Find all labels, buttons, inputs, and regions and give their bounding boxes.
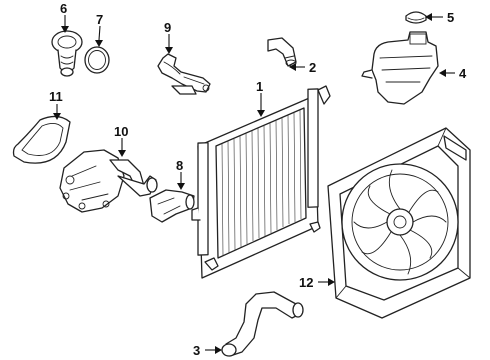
coolant-pipe-part (157, 53, 211, 95)
callout-6: 6 (60, 1, 67, 16)
water-outlet-housing-part (59, 149, 158, 213)
thermostat-seal-part (84, 46, 110, 74)
callout-7: 7 (96, 12, 103, 27)
gasket-part (12, 115, 71, 164)
coolant-reservoir-part (361, 31, 439, 105)
callout-3: 3 (193, 343, 200, 358)
small-hose-part (267, 37, 297, 67)
callout-8: 8 (176, 158, 183, 173)
callout-9: 9 (164, 20, 171, 35)
bypass-hose-part (149, 189, 195, 223)
callout-2: 2 (309, 60, 316, 75)
callout-1: 1 (256, 79, 263, 94)
callout-12: 12 (299, 275, 313, 290)
radiator-part (191, 85, 331, 279)
callout-11: 11 (49, 89, 63, 104)
thermostat-part (51, 30, 83, 77)
lower-hose-part (221, 291, 304, 357)
callout-4: 4 (459, 66, 467, 81)
callout-5: 5 (447, 10, 454, 25)
fan-shroud-part (327, 127, 471, 319)
callout-leaders (53, 13, 455, 354)
callout-10: 10 (114, 124, 128, 139)
reservoir-cap-part (405, 11, 427, 24)
